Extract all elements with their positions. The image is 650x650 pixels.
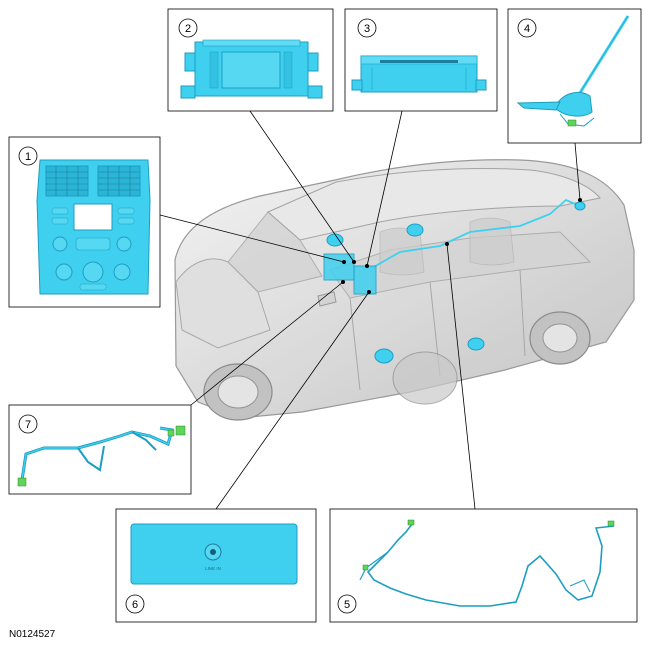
callout-box-3: 3	[344, 8, 498, 112]
line-in-jack-illustration: LINE IN	[130, 523, 298, 585]
callout-5-number: 5	[344, 599, 350, 611]
callout-7-number: 7	[25, 419, 31, 431]
vehicle-rear-wheel	[392, 311, 591, 405]
callout-1-number: 1	[25, 151, 31, 163]
callout-6-number: 6	[132, 599, 138, 611]
leader-dots	[341, 198, 582, 294]
callout-3-number: 3	[364, 23, 370, 35]
antenna-illustration	[516, 15, 630, 127]
callout-4-number: 4	[524, 23, 530, 35]
callout-box-6: LINE IN 6	[115, 508, 317, 623]
callout-2-marker	[178, 18, 198, 38]
callout-5-marker	[337, 594, 357, 614]
callout-3-marker	[357, 18, 377, 38]
callout-box-2: 2	[167, 8, 334, 112]
callout-1-marker	[18, 146, 38, 166]
audio-module-illustration	[351, 55, 487, 93]
wiring-harness-illustration	[17, 425, 186, 487]
callout-box-4: 4	[507, 8, 642, 144]
leader-lines	[159, 110, 581, 510]
callout-box-5: 5	[329, 508, 638, 623]
line-in-label: LINE IN	[205, 566, 221, 571]
diagram-id: N0124527	[9, 629, 56, 640]
callout-2-number: 2	[185, 23, 191, 35]
callout-4-marker	[517, 18, 537, 38]
vehicle-antenna-cable-route	[371, 198, 581, 269]
audio-control-panel-illustration	[36, 159, 151, 295]
display-unit-illustration	[180, 39, 323, 99]
callout-7-marker	[18, 414, 38, 434]
antenna-cable-illustration	[359, 519, 615, 607]
callout-box-1: 1	[8, 136, 161, 308]
callout-box-7: 7	[8, 404, 192, 495]
vehicle-components	[323, 198, 586, 364]
vehicle-hood	[175, 258, 271, 349]
vehicle-front-wheel	[203, 363, 273, 421]
vehicle-windshield	[227, 211, 323, 293]
callout-6-marker	[125, 594, 145, 614]
vehicle-illustration	[174, 159, 635, 421]
vehicle-roof	[267, 168, 601, 241]
